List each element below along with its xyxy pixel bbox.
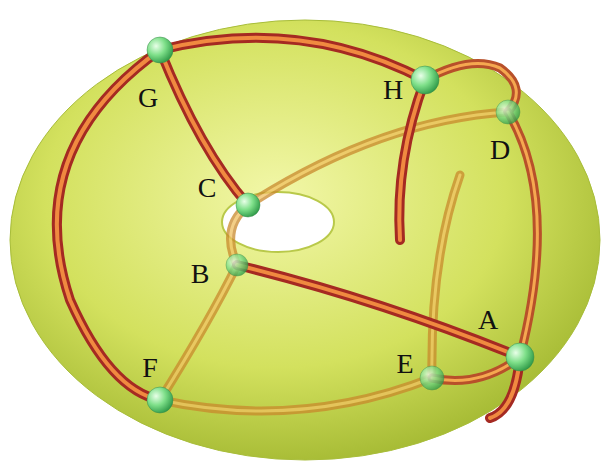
vertex-label: C [198,174,217,202]
front-tubes [57,38,538,418]
vertex-label: H [383,76,403,104]
vertex-label: F [142,354,158,382]
vertex-label: E [396,350,413,378]
vertex-label: A [478,306,498,334]
vertex-label: D [490,136,510,164]
vertex-label: B [191,260,210,288]
vertex-spheres [147,37,534,413]
torus-surface [10,20,600,460]
vertex-label: G [138,84,158,112]
